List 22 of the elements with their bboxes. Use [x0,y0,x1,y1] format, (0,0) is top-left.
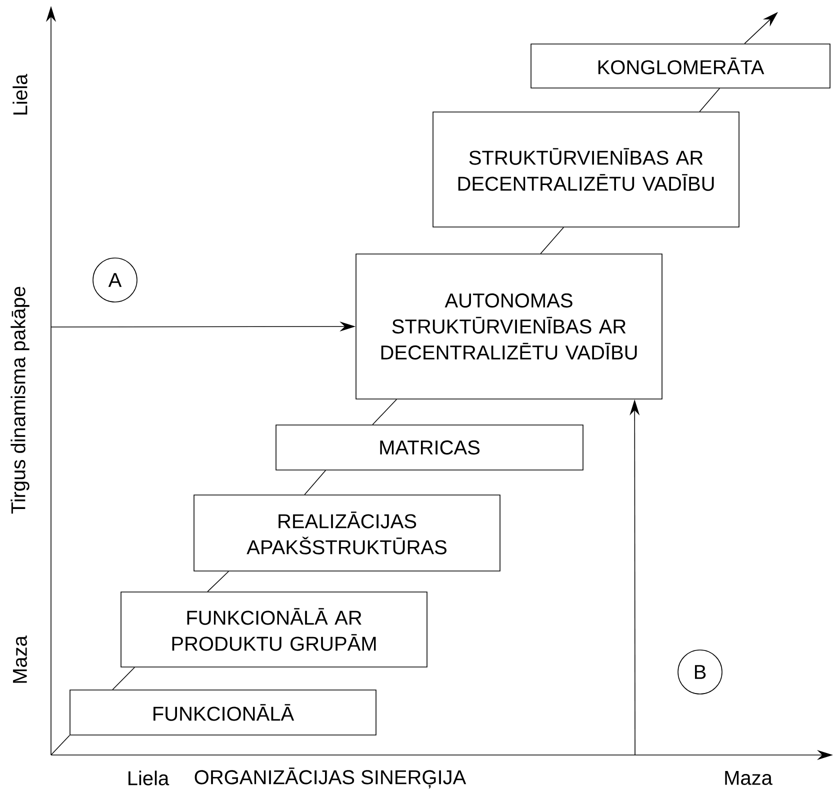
connector-line [50,735,70,756]
axis-label: Maza [725,771,772,785]
axis-label: Liela [128,770,170,786]
connector-line [699,88,720,112]
axis-label: Maza [13,636,27,683]
circled-letter: B [678,650,722,694]
structure-box: AUTONOMAS STRUKTŪRVIENĪBAS AR DECENTRALIZĒTU VADĪBU [356,254,662,400]
structure-box: REALIZĀCIJAS APAKŠSTRUKTŪRAS [194,494,500,572]
structure-box: STRUKTŪRVIENĪBAS AR DECENTRALIZĒTU VADĪBU [432,112,740,228]
connector-line [207,571,229,592]
axis-label: ORGANIZĀCIJAS SINERĢIJA [194,768,466,788]
structure-box: MATRICAS [276,424,584,470]
connector-line [112,667,135,690]
axis-label: Liela [12,74,28,114]
structure-box: KONGLOMERĀTA [530,44,830,88]
connector-line [540,227,564,254]
axis-label: Tirgus dinamisma pakāpe [10,286,30,514]
structure-box: FUNKCIONĀLĀ AR PRODUKTU GRUPĀM [120,592,428,668]
connector-line [372,399,397,425]
structure-box: FUNKCIONĀLĀ [70,690,376,736]
connector-line [304,470,326,495]
circled-letter: A [92,258,138,302]
